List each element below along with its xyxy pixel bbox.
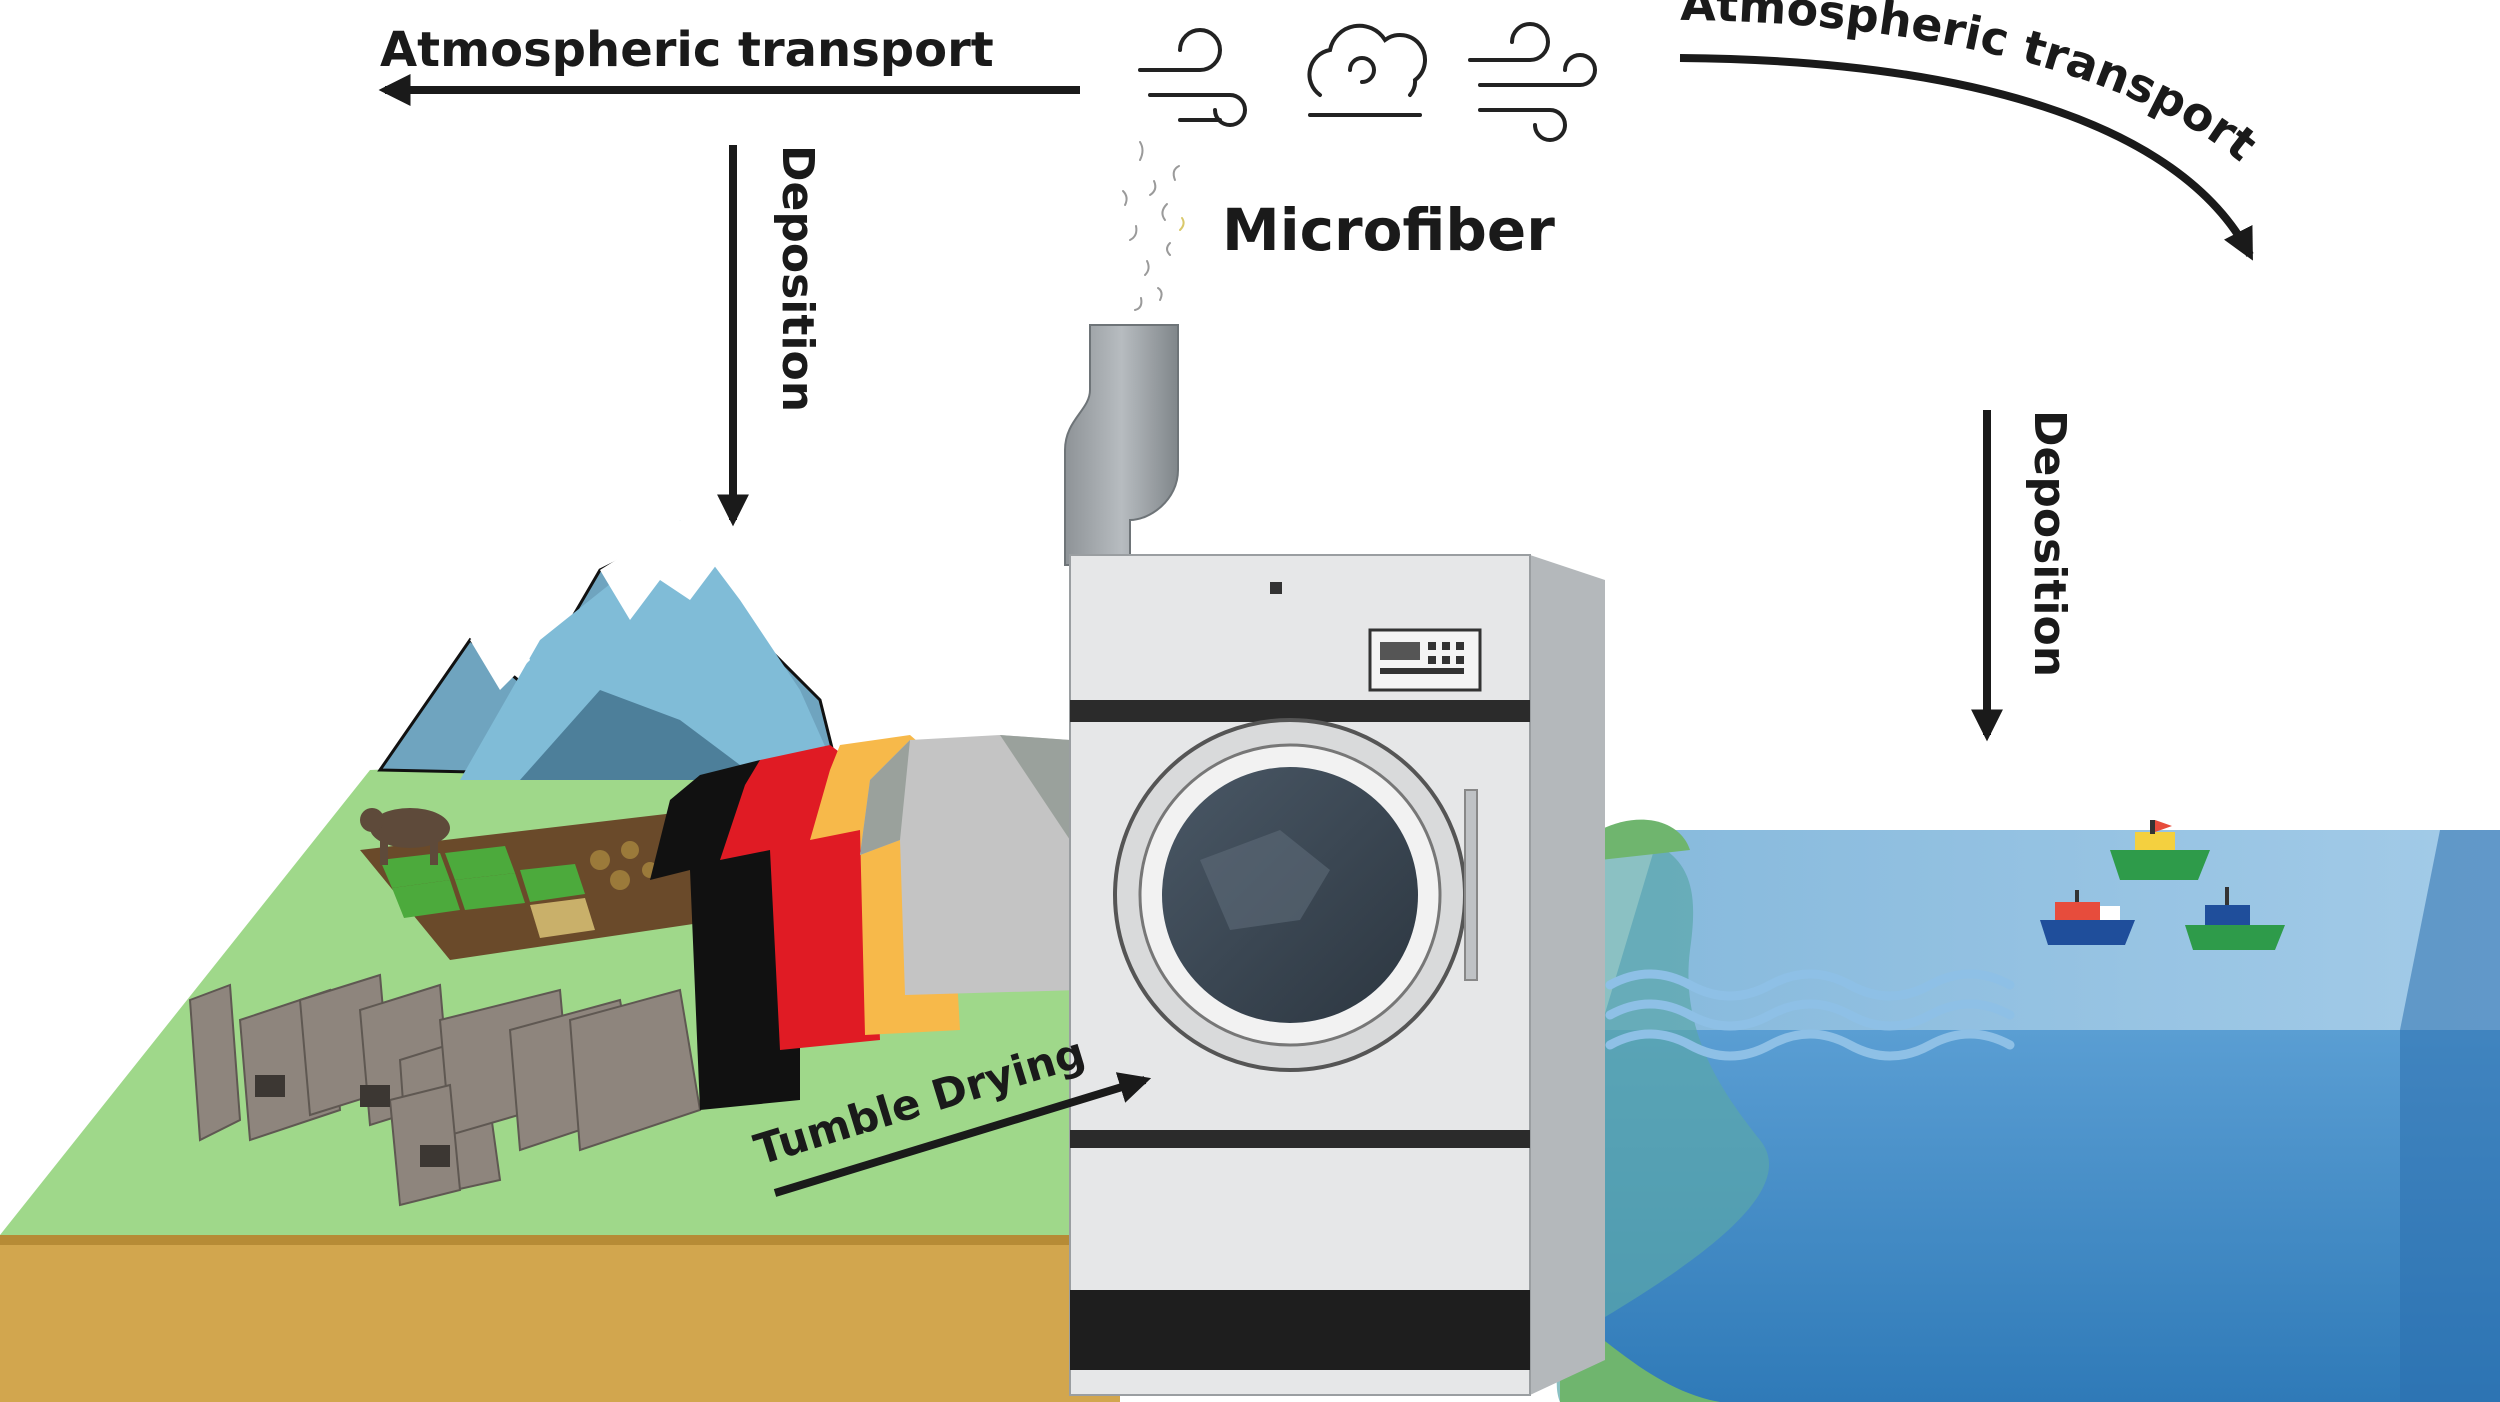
mountain-range (377, 520, 842, 782)
arrows (378, 54, 2254, 1197)
land-soil (0, 1235, 1120, 1402)
buffalo-icon (360, 808, 450, 865)
label-deposition-left: Deposition (772, 145, 823, 412)
farm-field (360, 808, 720, 960)
label-atmospheric-transport-left: Atmospheric transport (380, 22, 994, 78)
cloud-icon (1307, 23, 1427, 117)
label-microfiber: Microfiber (1222, 196, 1555, 264)
arrow-tumble-drying (773, 1072, 1152, 1197)
arrow-atm-right (1679, 54, 2254, 261)
exhaust-duct (1064, 324, 1179, 566)
sea-front (1560, 1030, 2500, 1402)
boat-icon (2040, 890, 2135, 945)
sea-block (1556, 819, 2500, 1402)
wind-icon (1138, 28, 1247, 127)
boat-icon (2185, 887, 2285, 950)
tumble-dryer (1064, 324, 1605, 1396)
wind-icon (1468, 22, 1597, 142)
label-deposition-right: Deposition (2024, 410, 2075, 677)
sea-side (2400, 830, 2500, 1402)
clothes-icons (650, 735, 1130, 1110)
coastline (1556, 830, 1770, 1402)
microfiber-particles (1122, 141, 1185, 311)
factory-icons (188, 973, 702, 1207)
boat-icon (2110, 820, 2210, 880)
water-waves (1605, 969, 2015, 1061)
dryer-side (1530, 555, 1605, 1395)
